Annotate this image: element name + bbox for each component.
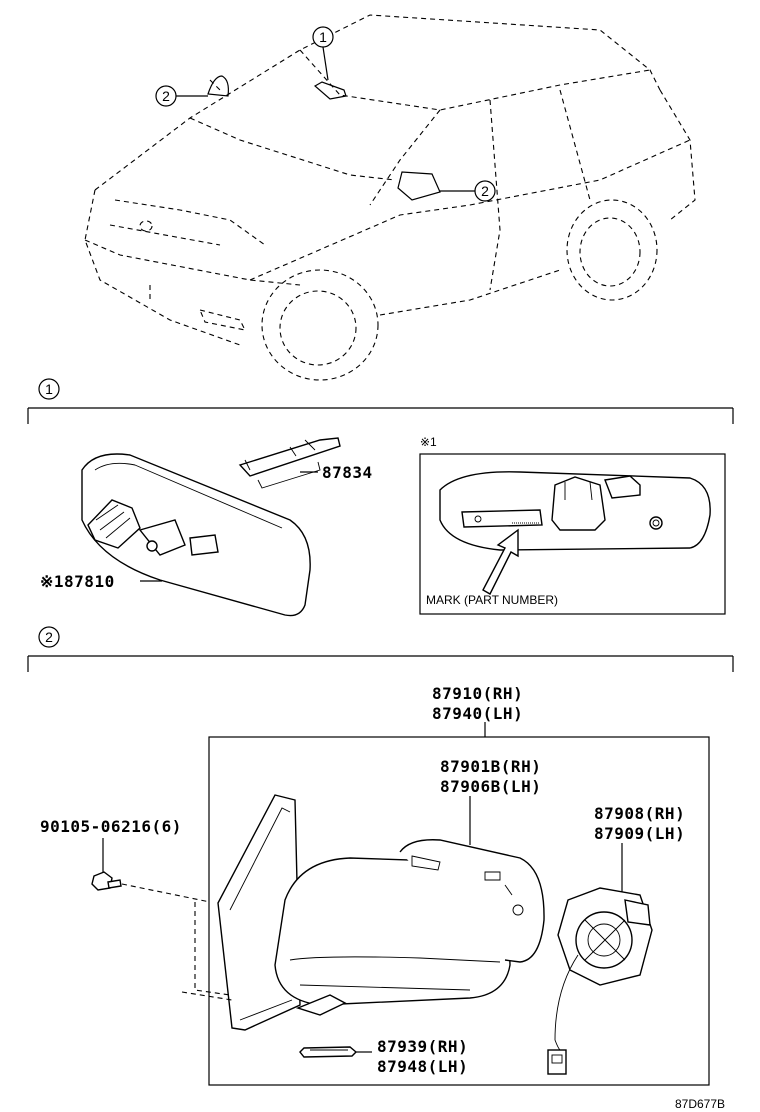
mirror-glass [399, 839, 545, 963]
part-label-87940-lh: 87940(LH) [432, 704, 523, 723]
turn-signal-lamp [299, 1046, 358, 1058]
part-label-87906b-lh: 87906B(LH) [440, 777, 541, 796]
part-label-87939-rh: 87939(RH) [377, 1037, 468, 1056]
part-label-90105-06216: 90105-06216(6) [40, 817, 182, 836]
callout-1-top: 1 [312, 26, 334, 81]
part-label-87910-rh: 87910(RH) [432, 684, 523, 703]
inner-mirror-87810 [81, 453, 311, 617]
diagram-id: 87D677B [675, 1097, 725, 1111]
inset-caption: MARK (PART NUMBER) [426, 593, 558, 607]
callout-1-label: 1 [319, 29, 327, 45]
callout-2-windshield: 2 [155, 85, 208, 107]
vehicle-illustration [84, 14, 696, 381]
part-label-87908-rh: 87908(RH) [594, 804, 685, 823]
part-label-87901b-rh: 87901B(RH) [440, 757, 541, 776]
screw-90105 [91, 871, 122, 891]
inset-box [419, 453, 726, 615]
inset-note: ※1 [420, 435, 437, 449]
clip-87834 [238, 437, 341, 489]
inset-mirror-back [439, 471, 711, 551]
mirror-base [181, 794, 301, 1031]
callout-2-door-label: 2 [481, 183, 489, 199]
section-1-badge: 1 [45, 381, 53, 397]
part-label-87834: 87834 [322, 463, 373, 482]
part-label-87810: ※187810 [40, 572, 115, 591]
section-2: 2 87910(RH) 87940(LH) 87901B(RH) 87906B(… [27, 626, 734, 1086]
part-label-87948-lh: 87948(LH) [377, 1057, 468, 1076]
callout-2-label: 2 [162, 88, 170, 104]
callout-2-door: 2 [440, 180, 496, 202]
assembly-box [208, 736, 710, 1086]
section-2-badge: 2 [45, 629, 53, 645]
mirror-motor [547, 887, 653, 1075]
part-label-87909-lh: 87909(LH) [594, 824, 685, 843]
section-1: 1 ※187810 87834 ※1 [27, 378, 734, 617]
